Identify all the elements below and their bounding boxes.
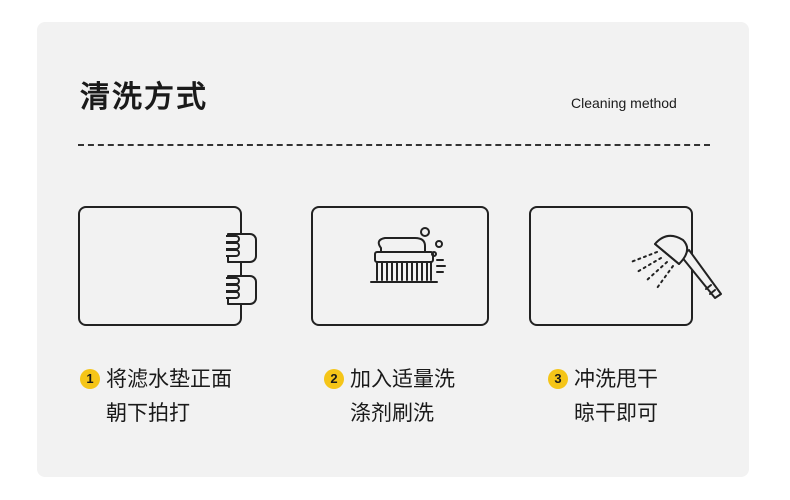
shower-head-icon (630, 234, 722, 299)
step-1-line-2: 朝下拍打 (106, 401, 190, 425)
step-1-illustration (78, 206, 257, 326)
step-3-illustration (529, 206, 722, 326)
brush-bubbles-icon (370, 227, 446, 283)
page-subtitle: Cleaning method (571, 95, 677, 111)
step-number-badge: 1 (80, 369, 100, 389)
step-number-badge: 3 (548, 369, 568, 389)
step-3-caption: 3 冲洗甩干 晾干即可 (548, 362, 658, 430)
page-title: 清洗方式 (80, 80, 208, 115)
dashed-divider (78, 144, 710, 146)
step-3-line-1: 冲洗甩干 (574, 367, 658, 391)
step-number-badge: 2 (324, 369, 344, 389)
step-1-line-1: 将滤水垫正面 (106, 367, 232, 391)
step-2-caption: 2 加入适量洗 涤剂刷洗 (324, 362, 455, 430)
step-2-illustration (311, 206, 489, 326)
step-2-line-2: 涤剂刷洗 (350, 401, 434, 425)
hands-patting-icon (226, 233, 257, 305)
step-3-line-2: 晾干即可 (574, 401, 658, 425)
step-1-caption: 1 将滤水垫正面 朝下拍打 (80, 362, 232, 430)
step-2-line-1: 加入适量洗 (350, 367, 455, 391)
